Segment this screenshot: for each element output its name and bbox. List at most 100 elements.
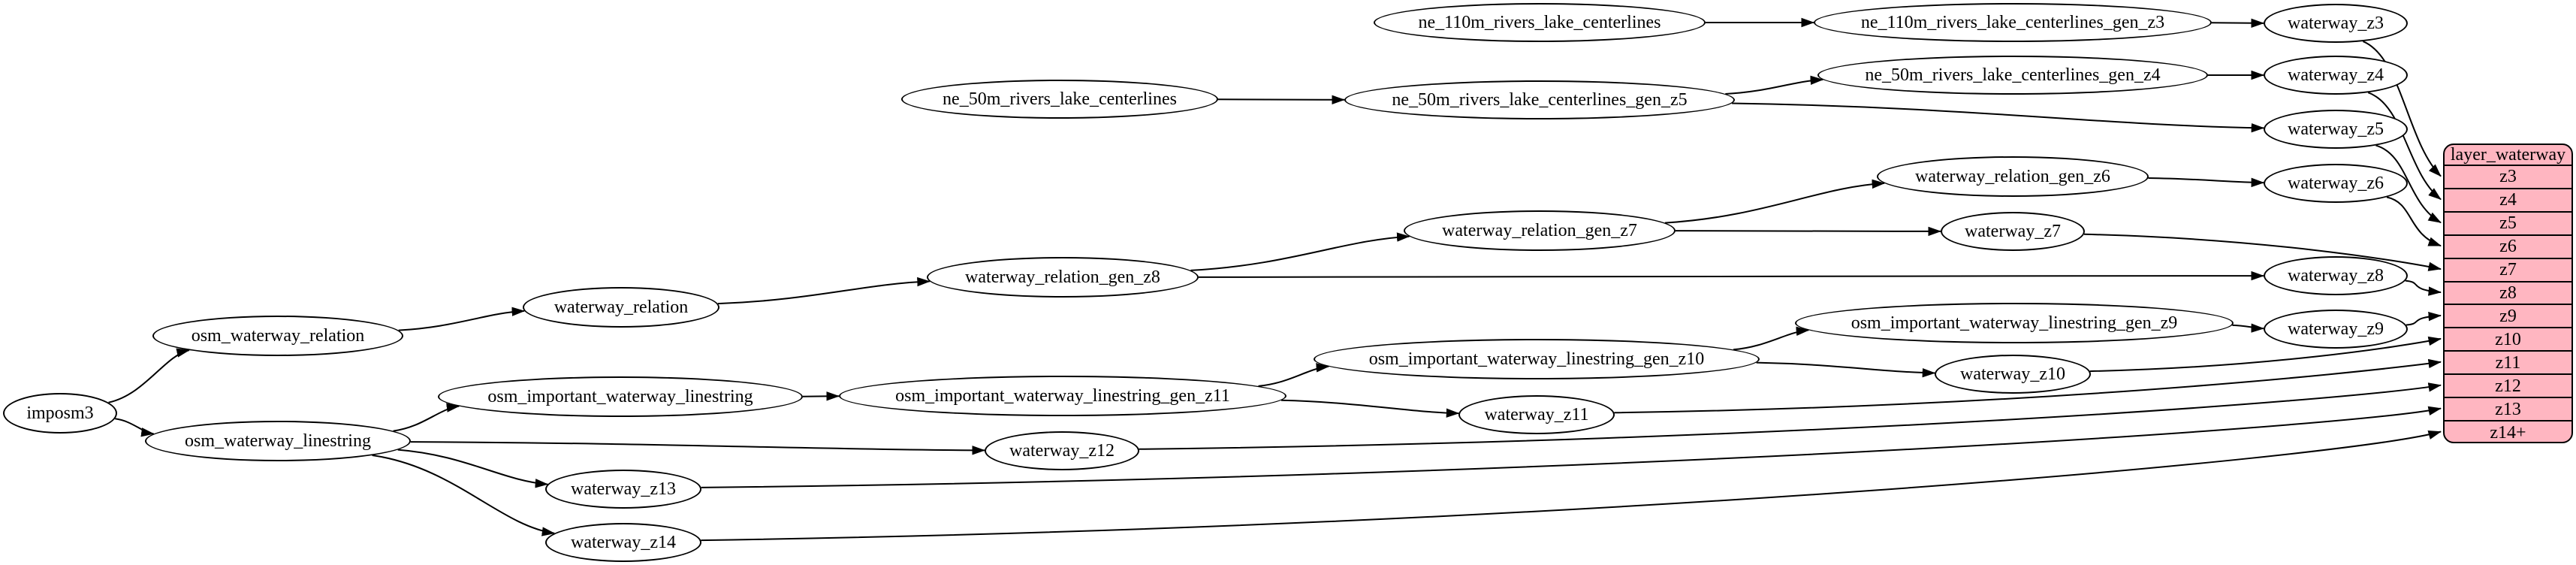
table-row-z3: z3	[2445, 166, 2571, 189]
node-label: waterway_z11	[1484, 405, 1589, 425]
table-row-z14+: z14+	[2490, 423, 2526, 443]
node-label: waterway_z14	[571, 533, 676, 552]
edge-waterway_z14--layer_waterway-z14+	[701, 430, 2442, 542]
edge-waterway_z7--layer_waterway-z7	[2083, 233, 2442, 271]
table-row-z11: z11	[2445, 352, 2571, 376]
table-row-z5: z5	[2445, 213, 2571, 236]
node-label: ne_110m_rivers_lake_centerlines_gen_z3	[1860, 13, 2165, 32]
table-row-z7: z7	[2445, 259, 2571, 282]
table-row-z8: z8	[2445, 282, 2571, 306]
table-row-z12: z12	[2445, 375, 2571, 399]
edge-imposm3--osm_waterway_relation	[108, 348, 190, 403]
table-row-z4: z4	[2445, 189, 2571, 213]
node-label: waterway_z12	[1009, 441, 1115, 461]
node-label: waterway_z8	[2288, 266, 2384, 286]
node-label: waterway_z3	[2288, 14, 2384, 33]
node-osm_waterway_linestring: osm_waterway_linestring	[145, 421, 411, 461]
edge-imposm3--osm_waterway_linestring	[115, 418, 155, 437]
edge-waterway_z11--layer_waterway-z11	[1614, 358, 2442, 414]
table-row-z10: z10	[2445, 328, 2571, 352]
node-osm_waterway_relation: osm_waterway_relation	[152, 316, 403, 356]
node-waterway_z5: waterway_z5	[2264, 110, 2408, 149]
edge-waterway_z8--layer_waterway-z8	[2405, 279, 2442, 296]
edge-ne_50m_rivers_lake_centerlines_gen_z5--waterway_z5	[1732, 102, 2265, 133]
node-label: osm_important_waterway_linestring_gen_z1…	[895, 386, 1230, 406]
node-waterway_relation_gen_z8: waterway_relation_gen_z8	[927, 257, 1199, 298]
node-label: waterway_relation	[554, 298, 689, 317]
node-label: ne_50m_rivers_lake_centerlines	[943, 89, 1177, 109]
node-label: osm_important_waterway_linestring	[487, 387, 753, 406]
node-waterway_z14: waterway_z14	[545, 523, 701, 562]
edge-waterway_z6--layer_waterway-z6	[2386, 196, 2442, 247]
node-label: waterway_z5	[2288, 119, 2384, 139]
edge-osm_important_waterway_linestring_gen_z10--osm_important_waterway_linestring_gen_z9	[1733, 326, 1810, 351]
node-waterway_relation_gen_z6: waterway_relation_gen_z6	[1877, 156, 2149, 197]
node-label: waterway_z9	[2288, 319, 2384, 339]
node-waterway_z7: waterway_z7	[1941, 212, 2085, 251]
edge-waterway_z12--layer_waterway-z12	[1139, 382, 2442, 450]
edge-waterway_relation_gen_z7--waterway_relation_gen_z6	[1664, 179, 1886, 224]
edge-waterway_z3--layer_waterway-z3	[2363, 41, 2442, 177]
node-label: waterway_relation_gen_z7	[1442, 221, 1637, 240]
node-ne_50m_rivers_lake_centerlines: ne_50m_rivers_lake_centerlines	[901, 80, 1218, 119]
node-osm_important_waterway_linestring_gen_z9: osm_important_waterway_linestring_gen_z9	[1795, 303, 2234, 343]
node-label: waterway_relation_gen_z6	[1915, 167, 2110, 186]
node-waterway_relation: waterway_relation	[523, 287, 719, 328]
edge-osm_important_waterway_linestring_gen_z10--waterway_z10	[1756, 361, 1936, 378]
edge-osm_important_waterway_linestring_gen_z9--waterway_z9	[2232, 323, 2264, 333]
edge-waterway_relation_gen_z8--waterway_z8	[1198, 270, 2264, 281]
edge-waterway_z5--layer_waterway-z5	[2375, 144, 2442, 224]
node-osm_important_waterway_linestring_gen_z10: osm_important_waterway_linestring_gen_z1…	[1314, 339, 1760, 379]
node-waterway_relation_gen_z7: waterway_relation_gen_z7	[1404, 210, 1676, 251]
node-label: imposm3	[26, 403, 94, 423]
node-ne_50m_rivers_lake_centerlines_gen_z5: ne_50m_rivers_lake_centerlines_gen_z5	[1344, 80, 1735, 119]
node-label: waterway_z6	[2288, 174, 2384, 193]
node-osm_important_waterway_linestring_gen_z11: osm_important_waterway_linestring_gen_z1…	[839, 376, 1286, 416]
table-row-z6: z6	[2445, 236, 2571, 259]
node-waterway_z9: waterway_z9	[2264, 310, 2408, 349]
edge-waterway_z13--layer_waterway-z13	[701, 406, 2442, 488]
node-waterway_z3: waterway_z3	[2264, 4, 2408, 43]
node-label: waterway_z13	[571, 479, 676, 499]
edge-waterway_z9--layer_waterway-z9	[2406, 311, 2442, 326]
node-label: osm_waterway_linestring	[185, 431, 371, 451]
node-label: waterway_z7	[1965, 222, 2061, 241]
edge-ne_50m_rivers_lake_centerlines_gen_z5--ne_50m_rivers_lake_centerlines_gen_z4	[1725, 75, 1824, 95]
node-waterway_z4: waterway_z4	[2264, 56, 2408, 95]
edge-osm_important_waterway_linestring_gen_z11--waterway_z11	[1280, 399, 1460, 418]
edge-ne_50m_rivers_lake_centerlines--ne_50m_rivers_lake_centerlines_gen_z5	[1217, 95, 1345, 104]
node-label: ne_50m_rivers_lake_centerlines_gen_z4	[1865, 65, 2161, 85]
table-row-z13: z13	[2445, 398, 2571, 421]
node-imposm3: imposm3	[3, 393, 117, 434]
edge-osm_waterway_linestring--osm_important_waterway_linestring	[393, 403, 460, 432]
node-osm_important_waterway_linestring: osm_important_waterway_linestring	[438, 376, 803, 417]
edge-osm_waterway_relation--waterway_relation	[398, 307, 526, 331]
node-label: waterway_z10	[1960, 364, 2065, 384]
node-label: ne_50m_rivers_lake_centerlines_gen_z5	[1392, 90, 1688, 110]
node-label: osm_important_waterway_linestring_gen_z9	[1851, 313, 2178, 333]
edge-waterway_z10--layer_waterway-z10	[2089, 336, 2442, 373]
edge-osm_waterway_linestring--waterway_z13	[397, 449, 549, 488]
edge-osm_waterway_linestring--waterway_z14	[372, 455, 556, 536]
edge-osm_waterway_linestring--waterway_z12	[410, 441, 985, 455]
node-label: osm_important_waterway_linestring_gen_z1…	[1368, 349, 1705, 369]
edge-osm_important_waterway_linestring_gen_z11--osm_important_waterway_linestring_gen_z10	[1258, 363, 1330, 387]
node-label: waterway_relation_gen_z8	[965, 267, 1160, 287]
table-row-z9: z9	[2445, 305, 2571, 329]
node-waterway_z6: waterway_z6	[2264, 164, 2408, 203]
table-title: layer_waterway	[2445, 145, 2571, 166]
node-waterway_z8: waterway_z8	[2264, 256, 2408, 295]
edge-waterway_relation_gen_z8--waterway_relation_gen_z7	[1190, 232, 1410, 271]
node-label: waterway_z4	[2288, 65, 2384, 85]
edge-osm_important_waterway_linestring--osm_important_waterway_linestring_gen_z11	[802, 391, 840, 401]
node-ne_110m_rivers_lake_centerlines_gen_z3: ne_110m_rivers_lake_centerlines_gen_z3	[1814, 3, 2212, 42]
node-waterway_z13: waterway_z13	[545, 470, 701, 509]
node-label: ne_110m_rivers_lake_centerlines	[1418, 13, 1661, 32]
node-ne_110m_rivers_lake_centerlines: ne_110m_rivers_lake_centerlines	[1374, 3, 1706, 42]
edge-waterway_z4--layer_waterway-z4	[2367, 92, 2442, 201]
node-ne_50m_rivers_lake_centerlines_gen_z4: ne_50m_rivers_lake_centerlines_gen_z4	[1817, 56, 2208, 95]
node-label: osm_waterway_relation	[191, 326, 365, 346]
